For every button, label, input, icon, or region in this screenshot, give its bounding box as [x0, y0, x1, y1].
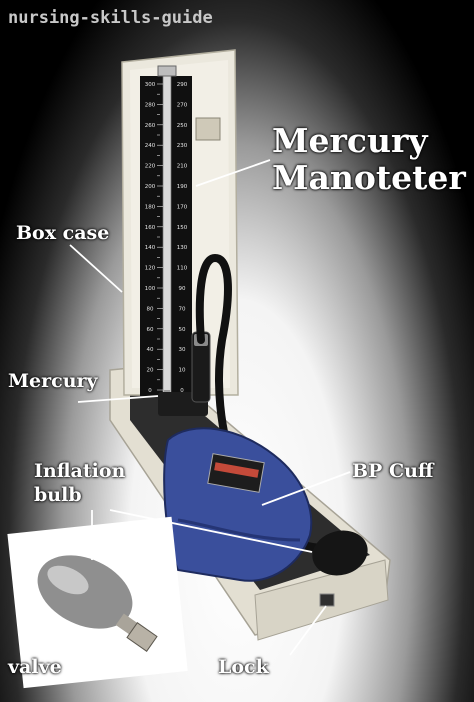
label-box-case: Box case: [16, 222, 110, 244]
scale-number-right: 10: [179, 368, 186, 374]
watermark: nursing-skills-guide: [8, 8, 213, 28]
scale-number-right: 90: [179, 286, 186, 292]
pointer-valve: [79, 647, 133, 667]
scale-number-right: 210: [177, 164, 188, 170]
inflation-bulb: [312, 530, 368, 576]
scale-number-right: 150: [177, 225, 188, 231]
label-bp-cuff: BP Cuff: [352, 460, 434, 482]
bp-cuff-fold: [177, 518, 301, 542]
scale-number-right: 250: [177, 123, 188, 129]
label-mercury-manometer-line2: Manoteter: [272, 158, 466, 197]
scale-number-left: 80: [147, 306, 154, 312]
scale-number-right: 230: [177, 143, 188, 149]
scale-number-left: 280: [145, 102, 156, 108]
scale-number-left: 20: [147, 368, 154, 374]
label-mercury: Mercury: [8, 370, 98, 392]
mercury-column-tube: [162, 73, 172, 407]
label-inflation-bulb: Inflation bulb: [34, 459, 125, 507]
scale-number-left: 200: [145, 184, 156, 190]
pointer-manometer: [195, 159, 271, 187]
scale-number-right: 50: [179, 327, 186, 333]
scale-number-right: 30: [179, 347, 186, 353]
scale-number-left: 220: [145, 164, 156, 170]
lock: [319, 593, 335, 607]
scale-number-right: 190: [177, 184, 188, 190]
scale-number-right: 70: [179, 306, 186, 312]
scale-number-right: 290: [177, 82, 188, 88]
scale-number-left: 240: [145, 143, 156, 149]
scale-number-right: 110: [177, 266, 188, 272]
scale-number-left: 160: [145, 225, 156, 231]
scale-number-left: 180: [145, 204, 156, 210]
scale-number-left: 140: [145, 245, 156, 251]
pointer-mercury: [77, 395, 159, 403]
valve-fitting: [126, 622, 158, 652]
scale-numbers: 0204060801001201401601802002202402602803…: [145, 82, 188, 394]
manometer-top-cap: [157, 65, 177, 77]
scale-number-left: 40: [147, 347, 154, 353]
label-mercury-manometer: Mercury Manoteter: [272, 122, 466, 196]
scale-number-right: 130: [177, 245, 188, 251]
scale-number-right: 0: [180, 388, 184, 394]
pointer-bp-cuff: [261, 471, 351, 506]
label-inflation-bulb-line1: Inflation: [34, 460, 126, 482]
pointer-bulb-tray: [109, 509, 313, 553]
scale-number-left: 260: [145, 123, 156, 129]
label-lock: Lock: [218, 656, 269, 678]
scale-number-left: 300: [145, 82, 156, 88]
pointer-lock: [289, 605, 327, 656]
scale-number-left: 60: [147, 327, 154, 333]
label-inflation-bulb-line2: bulb: [34, 484, 82, 506]
scale-number-left: 100: [145, 286, 156, 292]
brand-plate: [195, 117, 221, 141]
bp-cuff-brand-strip: [214, 462, 259, 478]
scale-number-right: 170: [177, 204, 188, 210]
pointer-box-case: [69, 244, 123, 293]
label-valve: valve: [8, 656, 62, 678]
inset-bulb-highlight: [47, 565, 89, 595]
scale-number-left: 120: [145, 266, 156, 272]
label-mercury-manometer-line1: Mercury: [272, 121, 428, 160]
scale-ticks: [157, 83, 163, 391]
scale-number-left: 0: [148, 388, 152, 394]
scale-number-right: 270: [177, 102, 188, 108]
bp-cuff: [163, 427, 313, 582]
